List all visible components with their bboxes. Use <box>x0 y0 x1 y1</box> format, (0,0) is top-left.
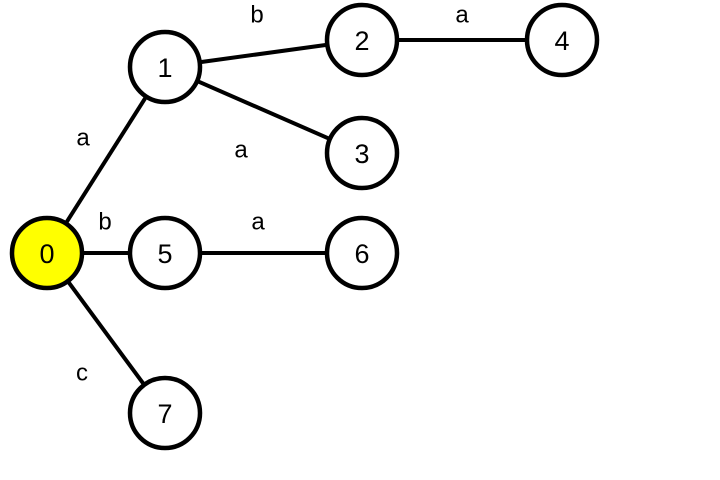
node-label-4: 4 <box>554 26 569 56</box>
node-5[interactable]: 5 <box>127 215 203 291</box>
node-label-6: 6 <box>354 239 369 269</box>
node-label-1: 1 <box>157 53 172 83</box>
node-2[interactable]: 2 <box>324 2 400 78</box>
edge-label-1-3: a <box>234 137 248 164</box>
node-label-3: 3 <box>354 139 369 169</box>
node-circle-2[interactable] <box>324 2 400 78</box>
edge-label-0-1: a <box>76 125 90 152</box>
node-1[interactable]: 1 <box>127 29 203 105</box>
node-3[interactable]: 3 <box>324 115 400 191</box>
edge-1-2 <box>198 42 329 65</box>
node-label-5: 5 <box>157 239 172 269</box>
node-7[interactable]: 7 <box>127 375 203 451</box>
edge-0-7 <box>65 279 147 387</box>
node-label-2: 2 <box>354 26 369 56</box>
node-4[interactable]: 4 <box>524 2 600 78</box>
node-label-0: 0 <box>39 239 54 269</box>
edge-label-5-6: a <box>251 209 265 236</box>
node-6[interactable]: 6 <box>324 215 400 291</box>
edges-layer <box>63 38 528 387</box>
edge-label-2-4: a <box>455 2 469 29</box>
edge-label-0-7: c <box>76 360 88 387</box>
node-circle-3[interactable] <box>324 115 400 191</box>
node-label-7: 7 <box>157 399 172 429</box>
node-circle-5[interactable] <box>127 215 203 291</box>
node-circle-4[interactable] <box>524 2 600 78</box>
edge-label-0-5: b <box>98 209 111 236</box>
edge-1-3 <box>195 78 332 142</box>
node-circle-0[interactable] <box>9 215 85 291</box>
edge-0-1 <box>63 94 149 226</box>
node-circle-1[interactable] <box>127 29 203 105</box>
nodes-layer: 0 1 2 3 4 5 6 7 <box>9 2 600 451</box>
node-0[interactable]: 0 <box>9 215 85 291</box>
edge-labels-layer: a b c b a a a <box>76 2 469 387</box>
node-circle-6[interactable] <box>324 215 400 291</box>
edge-label-1-2: b <box>250 2 263 29</box>
node-circle-7[interactable] <box>127 375 203 451</box>
